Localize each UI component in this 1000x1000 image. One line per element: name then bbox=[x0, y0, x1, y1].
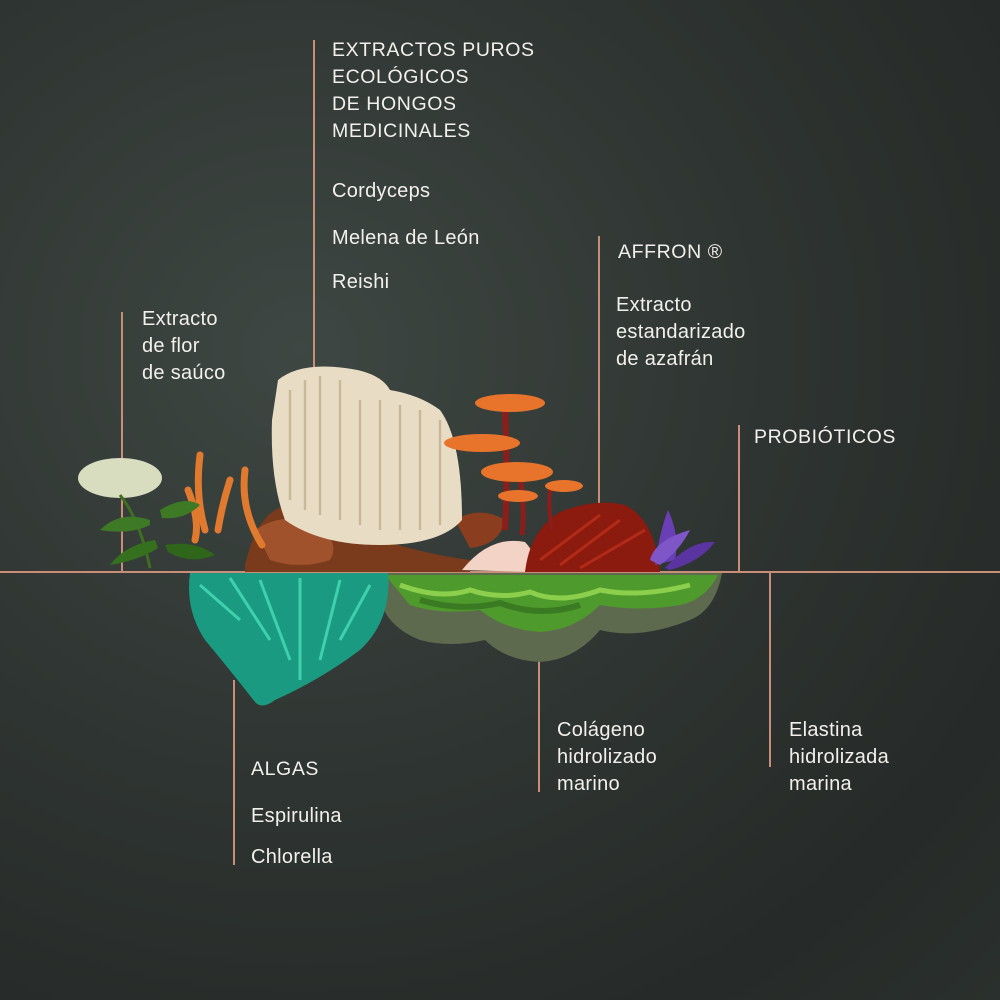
collagen-label: Colágeno hidrolizado marino bbox=[557, 719, 658, 795]
elder-leader-line bbox=[121, 312, 123, 572]
mushrooms-heading: EXTRACTOS PUROS ECOLÓGICOS DE HONGOS MED… bbox=[332, 39, 535, 142]
lions-mane-image bbox=[271, 366, 462, 545]
affron-leader-line bbox=[598, 236, 600, 504]
horizon-line bbox=[0, 571, 1000, 573]
collagen-leader-line bbox=[538, 650, 540, 792]
elderflower-label: Extracto de flor de saúco bbox=[142, 308, 226, 384]
reishi-image bbox=[444, 394, 583, 536]
elastin-label: Elastina hidrolizada marina bbox=[789, 719, 890, 795]
mushroom-item-reishi: Reishi bbox=[332, 271, 390, 293]
mushrooms-leader-line bbox=[313, 40, 315, 370]
algae-item-chlorella: Chlorella bbox=[251, 846, 333, 868]
probiotics-leader-line bbox=[738, 425, 740, 572]
elderflower-image bbox=[78, 458, 215, 569]
algae-heading: ALGAS bbox=[251, 758, 320, 780]
probiotics-heading: PROBIÓTICOS bbox=[754, 426, 897, 448]
algae-item-spirulina: Espirulina bbox=[251, 805, 342, 827]
mushroom-item-lions-mane: Melena de León bbox=[332, 227, 480, 249]
mushroom-item-cordyceps: Cordyceps bbox=[332, 180, 431, 202]
affron-heading: AFFRON ® bbox=[618, 241, 723, 263]
saffron-flower-image bbox=[650, 510, 715, 570]
elastin-leader-line bbox=[769, 572, 771, 767]
affron-description: Extracto estandarizado de azafrán bbox=[616, 294, 746, 370]
moss-rock-image bbox=[380, 573, 722, 662]
cordyceps-image bbox=[184, 451, 266, 549]
saffron-threads-image bbox=[525, 502, 660, 572]
spirulina-image bbox=[189, 573, 389, 706]
algae-leader-line bbox=[233, 680, 235, 865]
